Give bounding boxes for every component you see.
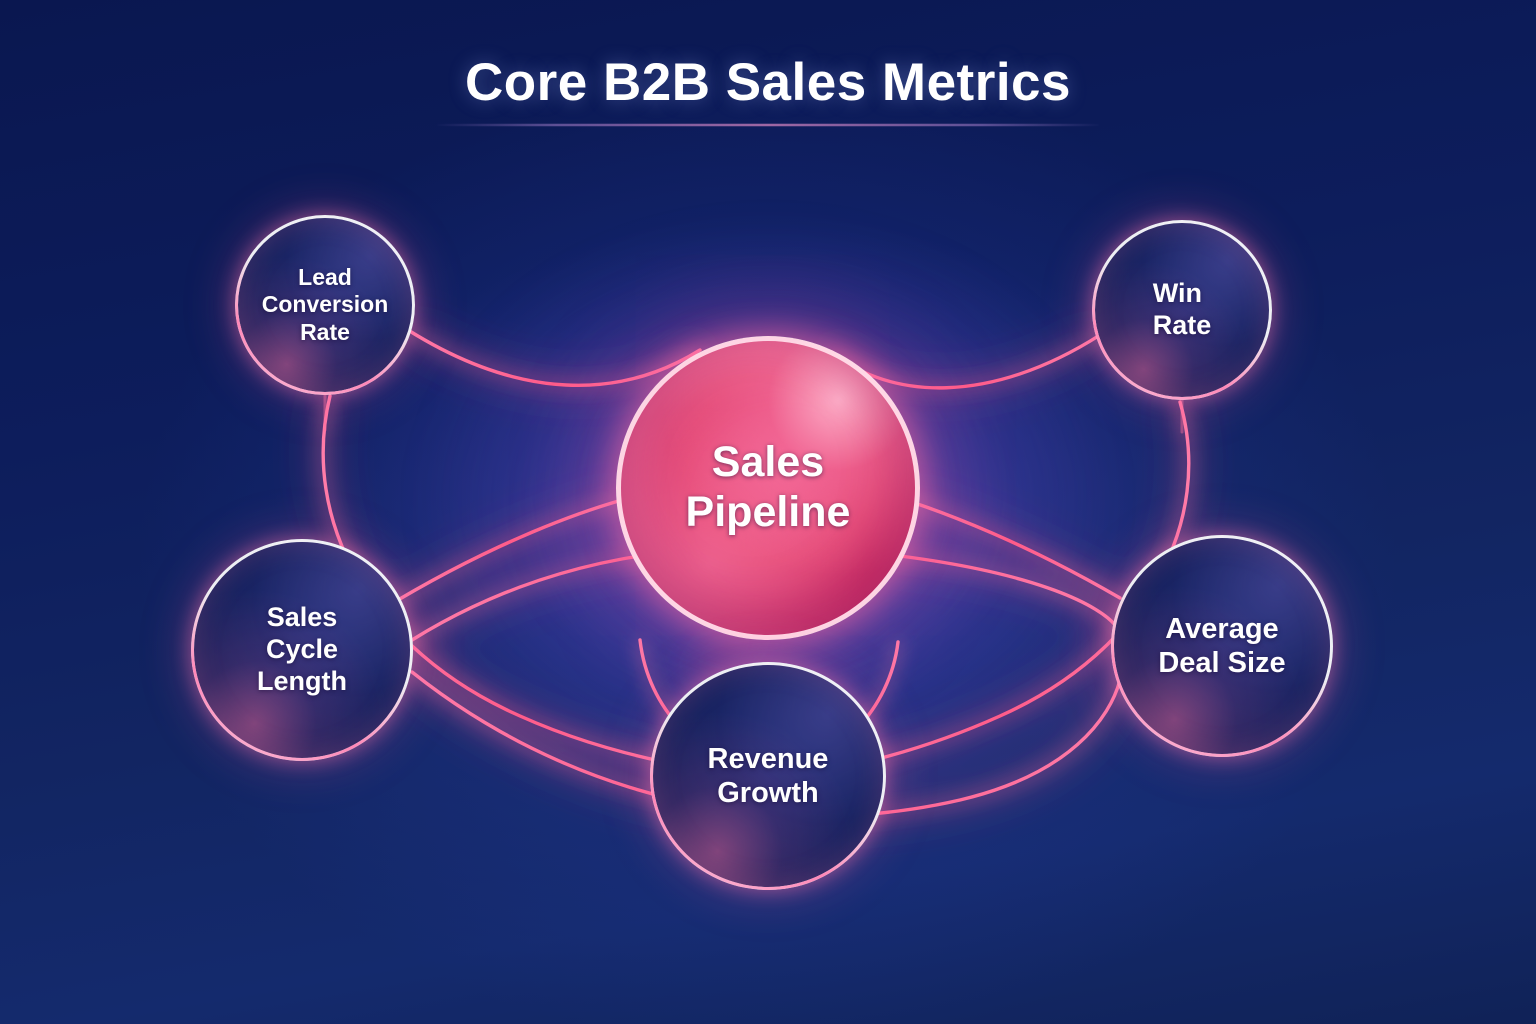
- hub-label-line-1: Sales: [711, 438, 825, 487]
- node-win-rate[interactable]: Win Rate: [1092, 220, 1272, 400]
- revenue-label-line-2: Growth: [717, 777, 819, 809]
- link-average-deal-size-to-sales-pipeline: [904, 498, 1122, 600]
- node-label-sales-cycle-length: Sales Cycle Length: [257, 602, 347, 698]
- link-lead-conversion-rate-to-sales-pipeline: [406, 328, 702, 387]
- cycle-label-line-3: Length: [257, 665, 347, 696]
- page-title: Core B2B Sales Metrics: [464, 53, 1072, 112]
- cycle-label-line-2: Cycle: [265, 634, 339, 665]
- deal-label-line-2: Deal Size: [1158, 647, 1286, 679]
- node-average-deal-size[interactable]: Average Deal Size: [1111, 535, 1333, 757]
- connector-stub-group: [323, 394, 1184, 434]
- glow-cycle-to-hub: [393, 495, 627, 605]
- node-label-sales-pipeline: Sales Pipeline: [686, 438, 851, 538]
- win-label-line-2: Rate: [1152, 310, 1212, 340]
- node-sales-pipeline[interactable]: Sales Pipeline: [616, 336, 920, 640]
- node-label-revenue-growth: Revenue Growth: [708, 742, 829, 810]
- node-lead-conversion-rate[interactable]: Lead Conversion Rate: [235, 215, 415, 395]
- lead-label-line-2: Conversion: [261, 291, 389, 318]
- lead-label-line-1: Lead: [298, 264, 352, 291]
- node-label-win-rate: Win Rate: [1153, 278, 1212, 342]
- deal-label-line-1: Average: [1165, 612, 1279, 645]
- node-label-lead-conversion-rate: Lead Conversion Rate: [262, 264, 389, 345]
- glow-deal-to-hub: [901, 495, 1125, 603]
- revenue-label-line-1: Revenue: [707, 742, 829, 775]
- glow-lead-to-hub: [403, 325, 705, 391]
- lead-label-line-3: Rate: [300, 318, 350, 345]
- link-sales-cycle-length-to-sales-pipeline: [396, 498, 624, 602]
- title-underline: [437, 124, 1099, 126]
- node-revenue-growth[interactable]: Revenue Growth: [650, 662, 886, 890]
- page-title-wrap: Core B2B Sales Metrics: [0, 52, 1536, 127]
- hub-label-line-2: Pipeline: [685, 488, 851, 536]
- node-label-average-deal-size: Average Deal Size: [1158, 612, 1285, 680]
- node-sales-cycle-length[interactable]: Sales Cycle Length: [191, 539, 413, 761]
- win-label-line-1: Win: [1152, 278, 1202, 309]
- cycle-label-line-1: Sales: [266, 602, 338, 633]
